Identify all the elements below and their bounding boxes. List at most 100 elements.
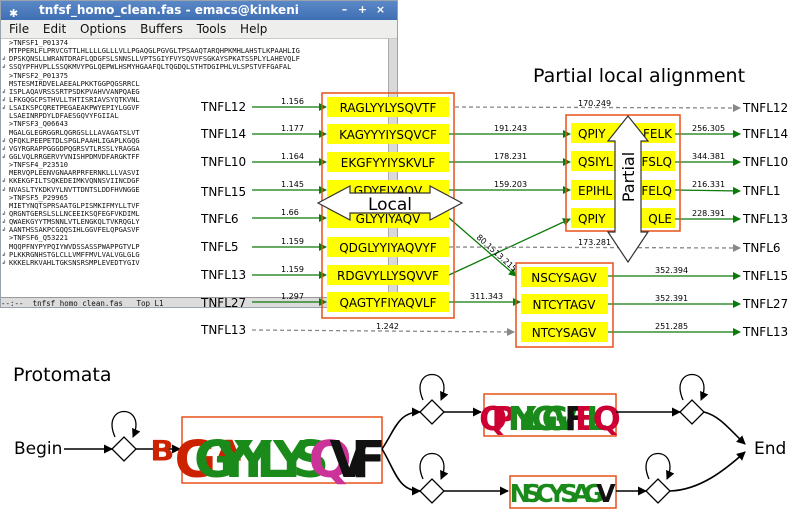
edge-label: 352.391 [655, 294, 688, 303]
block1: RAGLYYLYSQVTFKAGYYYIYSQVCFEKGFYYIYSKVLFG… [327, 97, 449, 312]
window-titlebar[interactable]: ✱ tnfsf_homo_clean.fas - emacs@kinkeni –… [1, 1, 397, 20]
wrap-glyph-icon: ↲ [2, 136, 6, 144]
right-seq-label: TNFL1 [742, 184, 781, 198]
buffer-line-text: LSAEINRPDYLDFAESGQVYFGIIAL [9, 112, 119, 121]
edge-label: 173.281 [578, 238, 611, 247]
wrap-glyph-icon: ↲ [2, 55, 6, 63]
block2-sequence-tail: QLE [648, 212, 672, 226]
wrap-glyph-icon: ↲ [2, 144, 6, 152]
wrap-glyph-icon: ↲ [2, 152, 6, 160]
protomata-title: Protomata [13, 364, 111, 386]
buffer-line: >TNFSF2_P01375 [1, 72, 391, 80]
left-seq-label: TNFL6 [200, 212, 239, 226]
block1-sequence-text: KAGYYYIYSQVCF [339, 128, 437, 142]
edges: 1.1561.1771.1641.1451.661.1591.1591.2971… [251, 97, 741, 336]
edge-label: 256.305 [692, 124, 725, 133]
logo-letter: N [510, 479, 531, 508]
local-label: Local [368, 195, 412, 215]
buffer-line: LSAEINRPDYLDFAESGQVYFGIIAL [1, 112, 391, 120]
edge-label: 251.285 [655, 322, 688, 331]
logo-letter: V [553, 399, 579, 438]
menu-file[interactable]: File [9, 22, 30, 36]
menu-options[interactable]: Options [80, 22, 127, 36]
buffer-line-text: MTPPERLFLPRVCGTTLHLLLLGLLLVLLPGAQGLPGVGL… [9, 47, 300, 56]
block1-sequence-box [327, 237, 449, 257]
edge-label: 1.145 [281, 180, 304, 189]
buffer-line-text: NVASLTYKDKVYLNVTTDNTSLDDFHVNGGE [9, 185, 140, 194]
logo-letter: ᴮGᴬ [150, 431, 241, 490]
buffer-line-text: GGLVQLRRGERVYVNISHPDMVDFARGKTFF [9, 152, 140, 161]
logo-letter: P [491, 399, 515, 438]
self-loop-arrow [111, 410, 141, 438]
buffer-line: MTPPERLFLPRVCGTTLHLLLLGLLLVLLPGAQGLPGVGL… [1, 47, 391, 55]
logo-letter: Y [547, 479, 567, 508]
logo-letter: V [329, 431, 369, 490]
buffer-line: MGALGLEGRGGRLQGRGSLLLAVAGATSLVT [1, 129, 391, 137]
buffer-line-text: PLKKRGNHSTGLCLLVMFFMVLVALVGLGLG [9, 250, 140, 259]
right-labels: TNFL12TNFL14TNFL10TNFL1TNFL13TNFL6TNFL15… [742, 101, 788, 339]
edge-label: 1.177 [281, 124, 304, 133]
buffer-line-text: >TNFSF3_Q06643 [9, 120, 69, 129]
right-seq-label: TNFL13 [742, 212, 788, 226]
wrap-glyph-icon: ↲ [2, 104, 6, 112]
buffer-line-text: QRGNTGERSLSLLNCEEIKSQFEGFVKDIML [9, 209, 140, 218]
edge-bypass-bottom [251, 327, 515, 336]
mode-line: --:-- tnfsf_homo_clean.fas Top L1 [1, 297, 397, 307]
wrap-glyph-icon: ↲ [2, 87, 6, 95]
wrap-glyph-icon: ↲ [2, 63, 6, 71]
edge-out-block2 [674, 186, 741, 195]
menu-edit[interactable]: Edit [42, 22, 67, 36]
edge-b1-b2 [448, 218, 571, 276]
edge-label: 1.156 [281, 97, 304, 106]
logo-letter: Q [593, 399, 621, 438]
wrap-glyph-icon: ↲ [2, 185, 6, 193]
state-upper-1 [419, 399, 445, 425]
menu-tools[interactable]: Tools [196, 22, 227, 36]
partial-alignment-title: Partial local alignment [533, 65, 745, 87]
buffer-line: ↲QFQKLPEEPETDLSPGLPAAHLIGAPLKGQG [1, 137, 391, 145]
left-seq-label: TNFL12 [200, 100, 246, 114]
left-seq-label: TNFL15 [200, 185, 246, 199]
buffer-line-text: QWAEKGYYTMSNNLVTLENGKQLTVKRQGLY [9, 218, 140, 227]
logo-letter: G [583, 479, 604, 508]
logo-letter: I [508, 399, 520, 438]
buffer-line: ↲PLKKRGNHSTGLCLLVMFFMVLVALVGLGLG [1, 251, 391, 259]
edge-label: 170.249 [578, 99, 611, 108]
logo-letter: Y [511, 399, 537, 438]
logo-letter: C [535, 479, 553, 508]
block3-sequence-text: NTCYSAGV [532, 326, 597, 340]
block2-sequence-head: QPIY [578, 212, 606, 226]
wrap-glyph-icon: ↲ [2, 258, 6, 266]
wrap-glyph-icon: ↲ [2, 250, 6, 258]
logo-letter: G [194, 431, 236, 490]
buffer-line: ↲VGYRGRAPPGGGDPQGRSVTLRSSLYRAGGA [1, 145, 391, 153]
buffer-line: >TNFSF3_Q06643 [1, 120, 391, 128]
block3-sequence-box [521, 267, 608, 287]
end-label: End [754, 439, 786, 459]
menu-help[interactable]: Help [240, 22, 268, 36]
block3-sequence-box [521, 294, 608, 314]
edge-branch-down [381, 448, 421, 496]
block3-sequence-box [521, 322, 608, 342]
window-title: tnfsf_homo_clean.fas - emacs@kinkeni [39, 3, 299, 17]
minimize-icon[interactable]: – [341, 3, 348, 16]
block1-sequence-text: RDGVYLLYSQVVF [337, 269, 439, 283]
block1-sequence-text: GLYYIYAQV [356, 212, 421, 226]
buffer-line: >TNFSF1_P01374 [1, 39, 391, 47]
edge-to-end-upper [703, 411, 746, 445]
menu-buffers[interactable]: Buffers [140, 22, 183, 36]
close-icon[interactable]: × [375, 3, 386, 16]
edge-label: 1.242 [376, 322, 399, 331]
self-loop-arrow [419, 452, 449, 480]
maximize-icon[interactable]: + [357, 3, 368, 16]
left-seq-label: TNFL27 [200, 296, 246, 310]
block1-sequence-text: RAGLYYLYSQVTF [340, 101, 437, 115]
state-begin [111, 436, 137, 462]
buffer-line: ↲GGLVQLRRGERVYVNISHPDMVDFARGKTFF [1, 153, 391, 161]
buffer-line: MERVQPLEENVGNAARPRFERNKLLLVASVI [1, 169, 391, 177]
edge-label: 1.66 [281, 208, 299, 217]
edge-label: 159.203 [494, 180, 527, 189]
left-seq-label: TNFL10 [200, 155, 246, 169]
